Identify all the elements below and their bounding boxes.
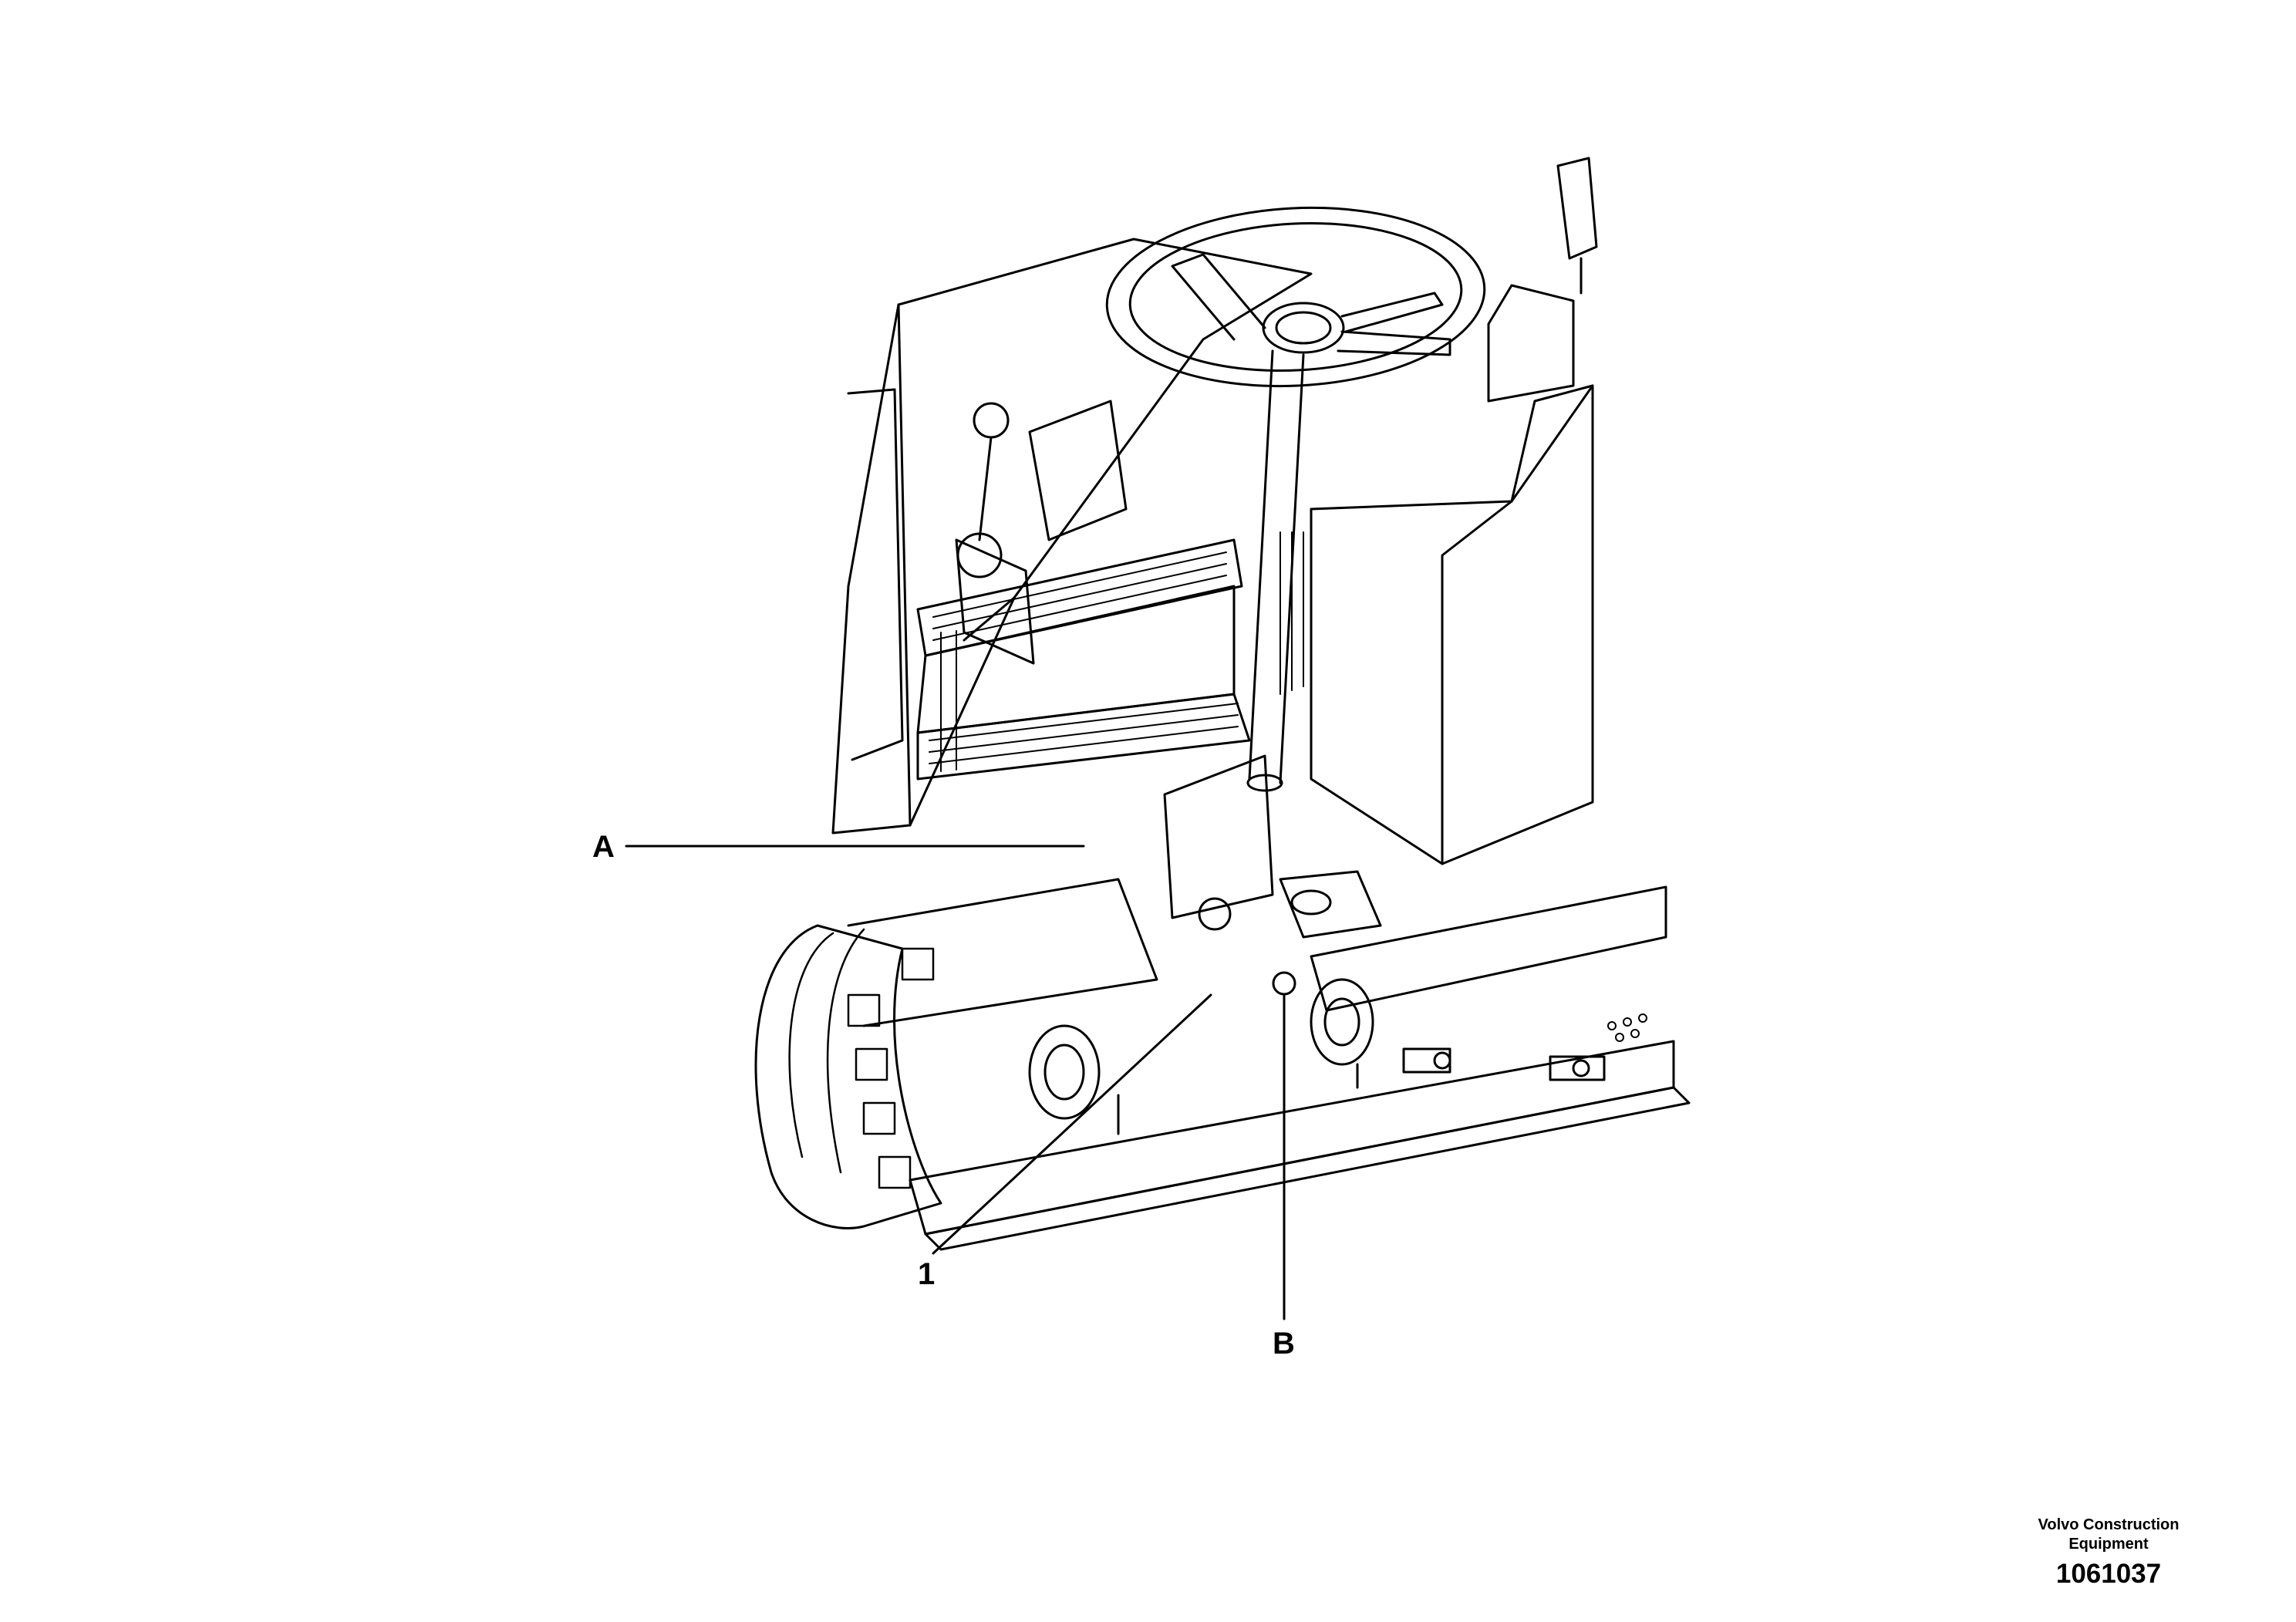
control-console xyxy=(831,238,1313,835)
right-lever xyxy=(1556,157,1598,295)
switch-bracket xyxy=(1198,870,1382,996)
beam-fasteners xyxy=(1402,1013,1647,1081)
left-lever xyxy=(955,400,1128,665)
footer-block: Volvo Construction Equipment 1061037 xyxy=(1993,1516,2224,1590)
leader-lines xyxy=(625,845,1286,1320)
screed-beam xyxy=(909,885,1691,1251)
steering-column xyxy=(1163,349,1305,919)
document-number: 1061037 xyxy=(2055,1559,2162,1589)
callout-label-a: A xyxy=(592,830,615,864)
right-control-box xyxy=(1279,284,1594,865)
track-chain xyxy=(754,878,1158,1229)
leader-line-1 xyxy=(932,993,1212,1255)
steering-wheel xyxy=(1105,206,1486,388)
callout-label-b: B xyxy=(1273,1327,1295,1361)
track-wheels xyxy=(1028,978,1374,1120)
company-name: Volvo Construction Equipment xyxy=(2038,1516,2180,1553)
callout-label-1: 1 xyxy=(918,1257,936,1291)
